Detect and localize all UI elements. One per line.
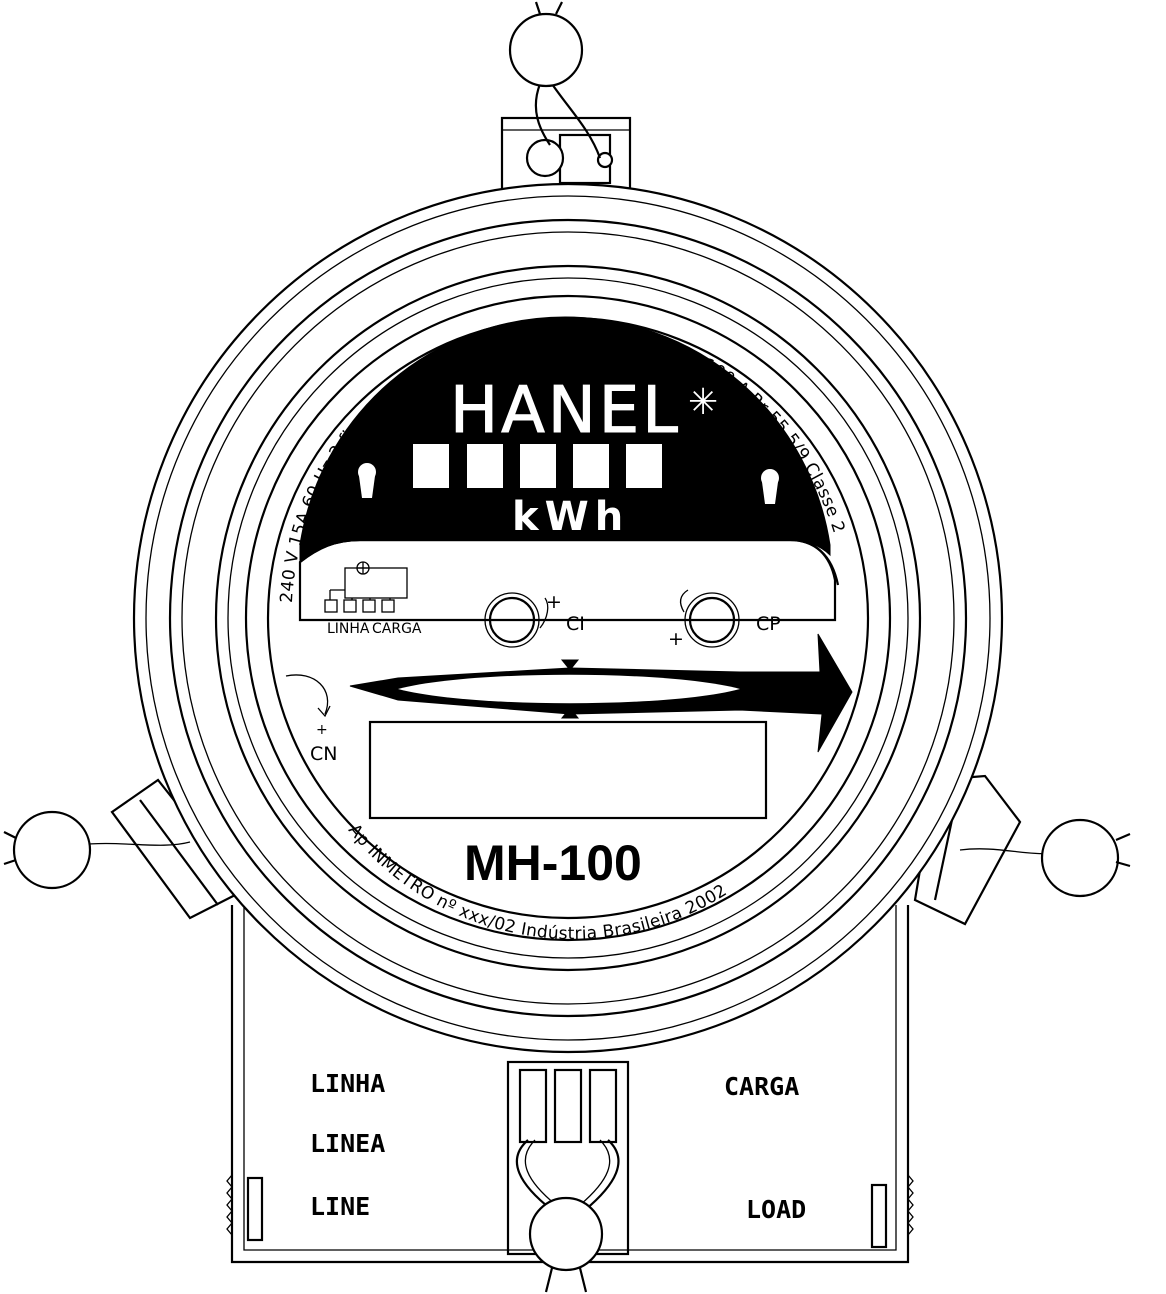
adjuster-cn-sign: + — [316, 722, 328, 738]
rotation-arrow-icon — [349, 633, 853, 753]
terminal-label-line: LINE — [310, 1192, 370, 1221]
adjuster-cl-sign: + — [546, 591, 562, 613]
mount-keyhole-icon — [358, 463, 779, 504]
register-dials — [413, 444, 662, 488]
adjuster-cl-label: CI — [566, 613, 585, 635]
display-window — [368, 720, 768, 820]
wiring-diagram-icon — [324, 561, 408, 613]
adjuster-cl-icon — [484, 592, 549, 648]
bottom-seal — [506, 1060, 630, 1293]
left-seal — [3, 778, 247, 920]
brand-logo: HANEL — [450, 374, 681, 448]
adjuster-cp-sign: + — [668, 628, 684, 650]
nameplate — [298, 316, 840, 622]
terminal-label-carga: CARGA — [724, 1072, 799, 1101]
terminal-label-linea: LINEA — [310, 1129, 385, 1158]
diagram-line-label: LINHA — [327, 621, 370, 637]
terminal-label-load: LOAD — [746, 1195, 806, 1224]
adjuster-cp-icon — [679, 589, 740, 648]
diagram-load-label: CARGA — [372, 621, 422, 637]
adjuster-cn-label: CN — [310, 743, 337, 765]
unit-label: kWh — [512, 494, 629, 540]
adjuster-cp-label: CP — [756, 613, 781, 635]
adjuster-cn-icon — [285, 674, 331, 718]
model-label: MH-100 — [464, 835, 642, 891]
brand-star-icon: ✳ — [688, 382, 718, 423]
terminal-label-linha: LINHA — [310, 1069, 385, 1098]
top-seal — [500, 1, 632, 192]
